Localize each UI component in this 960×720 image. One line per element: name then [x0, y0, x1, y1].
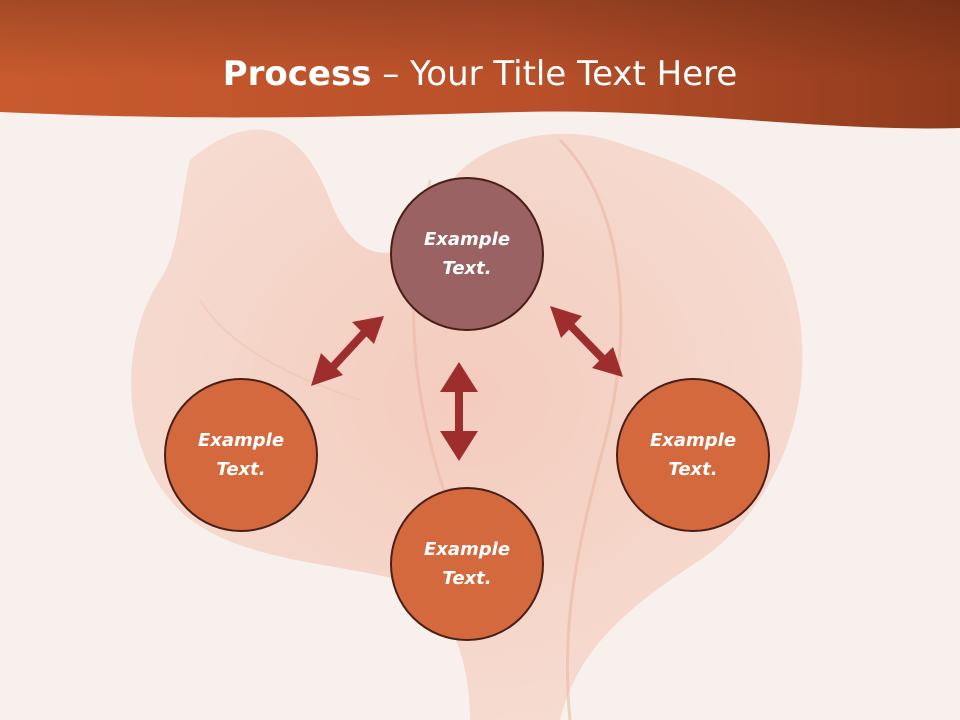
title-rest: – Your Title Text Here — [371, 54, 738, 94]
double-arrow-left — [311, 316, 384, 386]
node-bottom: Example Text. — [390, 487, 544, 641]
header-band — [0, 0, 960, 129]
node-top-line2: Text. — [442, 258, 492, 279]
node-bottom-line1: Example — [423, 539, 511, 560]
node-right: Example Text. — [616, 378, 770, 532]
node-left: Example Text. — [164, 378, 318, 532]
node-right-line1: Example — [649, 430, 737, 451]
node-left-line2: Text. — [216, 459, 266, 480]
double-arrow-center — [440, 362, 478, 461]
node-right-line2: Text. — [668, 459, 718, 480]
double-arrow-right — [550, 306, 623, 377]
node-bottom-line2: Text. — [442, 568, 492, 589]
node-bottom-label: Example Text. — [412, 535, 522, 593]
slide-title: Process – Your Title Text Here — [0, 52, 960, 96]
node-top-line1: Example — [423, 229, 511, 250]
node-left-label: Example Text. — [186, 426, 296, 484]
title-bold: Process — [222, 54, 372, 94]
node-top-label: Example Text. — [412, 225, 522, 283]
node-left-line1: Example — [197, 430, 285, 451]
node-right-label: Example Text. — [638, 426, 748, 484]
node-top: Example Text. — [390, 177, 544, 331]
